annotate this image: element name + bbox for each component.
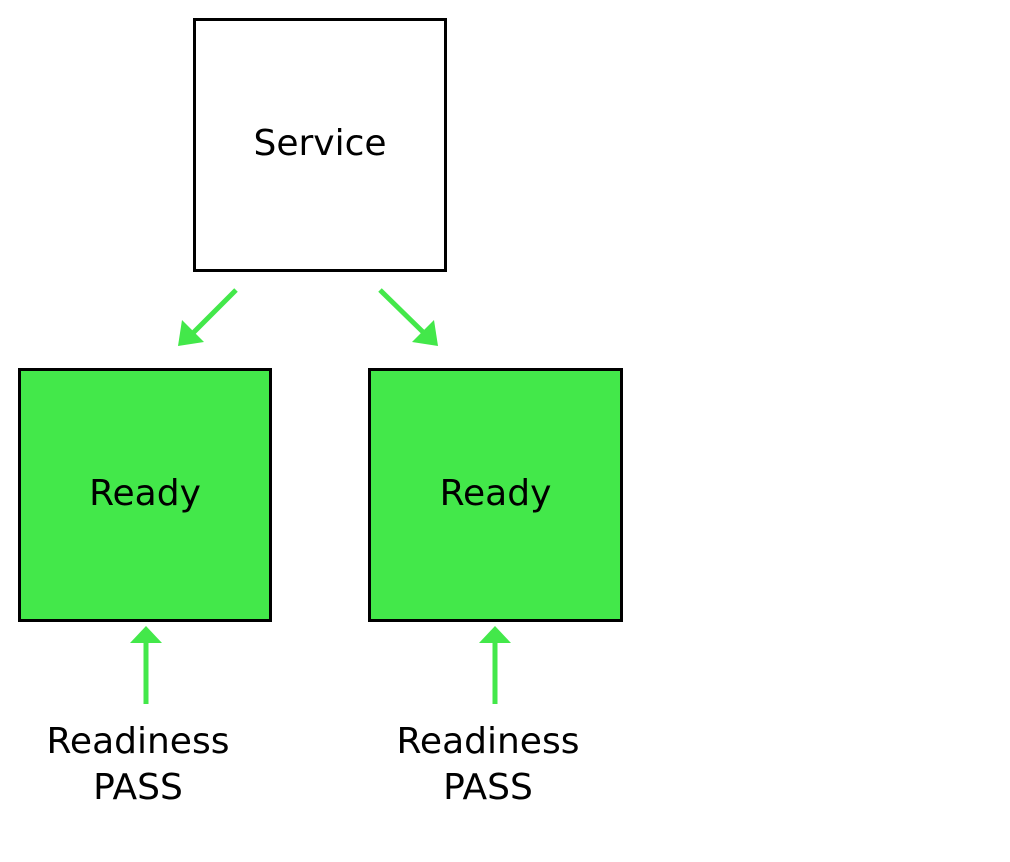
arrow-head — [130, 626, 162, 643]
arrow-head — [412, 320, 438, 346]
arrow-shaft — [378, 288, 426, 335]
probe-left-name: Readiness — [46, 721, 230, 762]
arrow-service-to-right-pod — [378, 288, 438, 346]
probe-left-result: PASS — [93, 767, 183, 808]
arrow-probe-to-right-pod — [479, 626, 511, 704]
arrow-head — [178, 320, 204, 346]
pod-right-status-label: Ready — [439, 472, 552, 514]
probe-right-label: Readiness PASS — [363, 719, 613, 811]
service-label: Service — [253, 122, 387, 164]
arrow-shaft — [191, 288, 238, 335]
probe-right-result: PASS — [443, 767, 533, 808]
arrow-probe-to-left-pod — [130, 626, 162, 704]
arrow-head — [479, 626, 511, 643]
arrow-service-to-left-pod — [178, 288, 238, 346]
probe-left-label: Readiness PASS — [13, 719, 263, 811]
probe-right-name: Readiness — [396, 721, 580, 762]
service-box: Service — [193, 18, 447, 272]
pod-left-status-label: Ready — [89, 472, 201, 514]
pod-right-ready-box: Ready — [368, 368, 623, 622]
pod-left-ready-box: Ready — [18, 368, 272, 622]
